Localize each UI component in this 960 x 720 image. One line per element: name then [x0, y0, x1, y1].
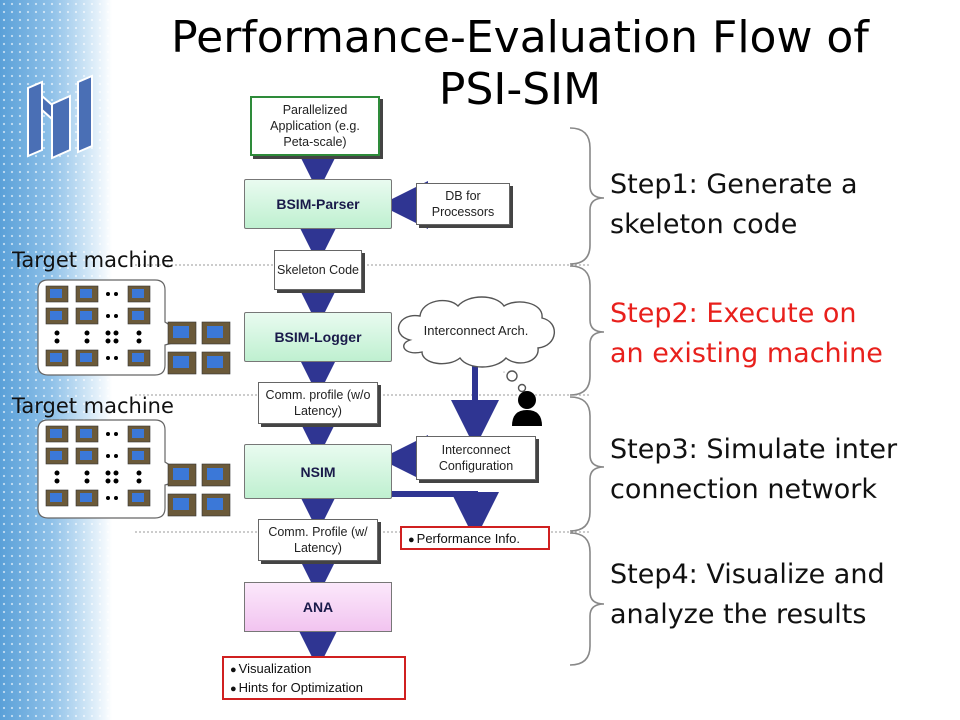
step-1-text: Step1: Generate a skeleton code: [610, 165, 858, 245]
flow-arrows: [294, 144, 428, 669]
interconnect-arch-label: Interconnect Arch.: [423, 323, 529, 338]
step-2-text: Step2: Execute on an existing machine: [610, 294, 883, 374]
comm-profile-no-latency-note: Comm. profile (w/o Latency): [258, 382, 378, 424]
bsim-parser-box: BSIM-Parser: [244, 179, 392, 229]
computer-cluster-icon-1: [45, 285, 231, 375]
page-title: Performance-Evaluation Flow of PSI-SIM: [171, 12, 869, 115]
interconnect-cloud: [397, 296, 555, 393]
target-machine-label-1: Target machine: [12, 248, 174, 272]
step-braces: [569, 127, 605, 666]
bsim-logger-box: BSIM-Logger: [244, 312, 392, 362]
step-1-line-1: Step1: Generate a: [610, 169, 858, 200]
ana-box: ANA: [244, 582, 392, 632]
computer-cluster-icon-2: [45, 425, 231, 517]
psi-logo: [27, 74, 93, 160]
step-4-line-2: analyze the results: [610, 599, 867, 630]
hints-optimization-label: Hints for Optimization: [230, 679, 398, 698]
target-machine-label-2: Target machine: [12, 394, 174, 418]
user-icon: [512, 391, 542, 426]
step-3-text: Step3: Simulate inter connection network: [610, 430, 897, 510]
step-3-line-1: Step3: Simulate inter: [610, 434, 898, 465]
step-1-line-2: skeleton code: [610, 209, 798, 240]
db-processors-note: DB for Processors: [416, 183, 510, 225]
comm-profile-latency-note: Comm. Profile (w/ Latency): [258, 519, 378, 561]
step-4-line-1: Step4: Visualize and: [610, 559, 885, 590]
nsim-to-perf-arrow: [392, 491, 499, 540]
performance-info-box: Performance Info.: [400, 526, 550, 550]
step-2-line-1: Step2: Execute on: [610, 298, 857, 329]
visualization-label: Visualization: [230, 660, 398, 679]
step-2-line-2: an existing machine: [610, 338, 883, 369]
skeleton-code-note: Skeleton Code: [274, 250, 362, 290]
nsim-box: NSIM: [244, 444, 392, 499]
step-3-line-2: connection network: [610, 474, 877, 505]
step-4-text: Step4: Visualize and analyze the results: [610, 555, 885, 635]
parallelized-application-note: Parallelized Application (e.g. Peta-scal…: [250, 96, 380, 156]
interconnect-configuration-note: Interconnect Configuration: [416, 436, 536, 480]
performance-info-label: Performance Info.: [408, 531, 520, 546]
outputs-box: Visualization Hints for Optimization: [222, 656, 406, 700]
